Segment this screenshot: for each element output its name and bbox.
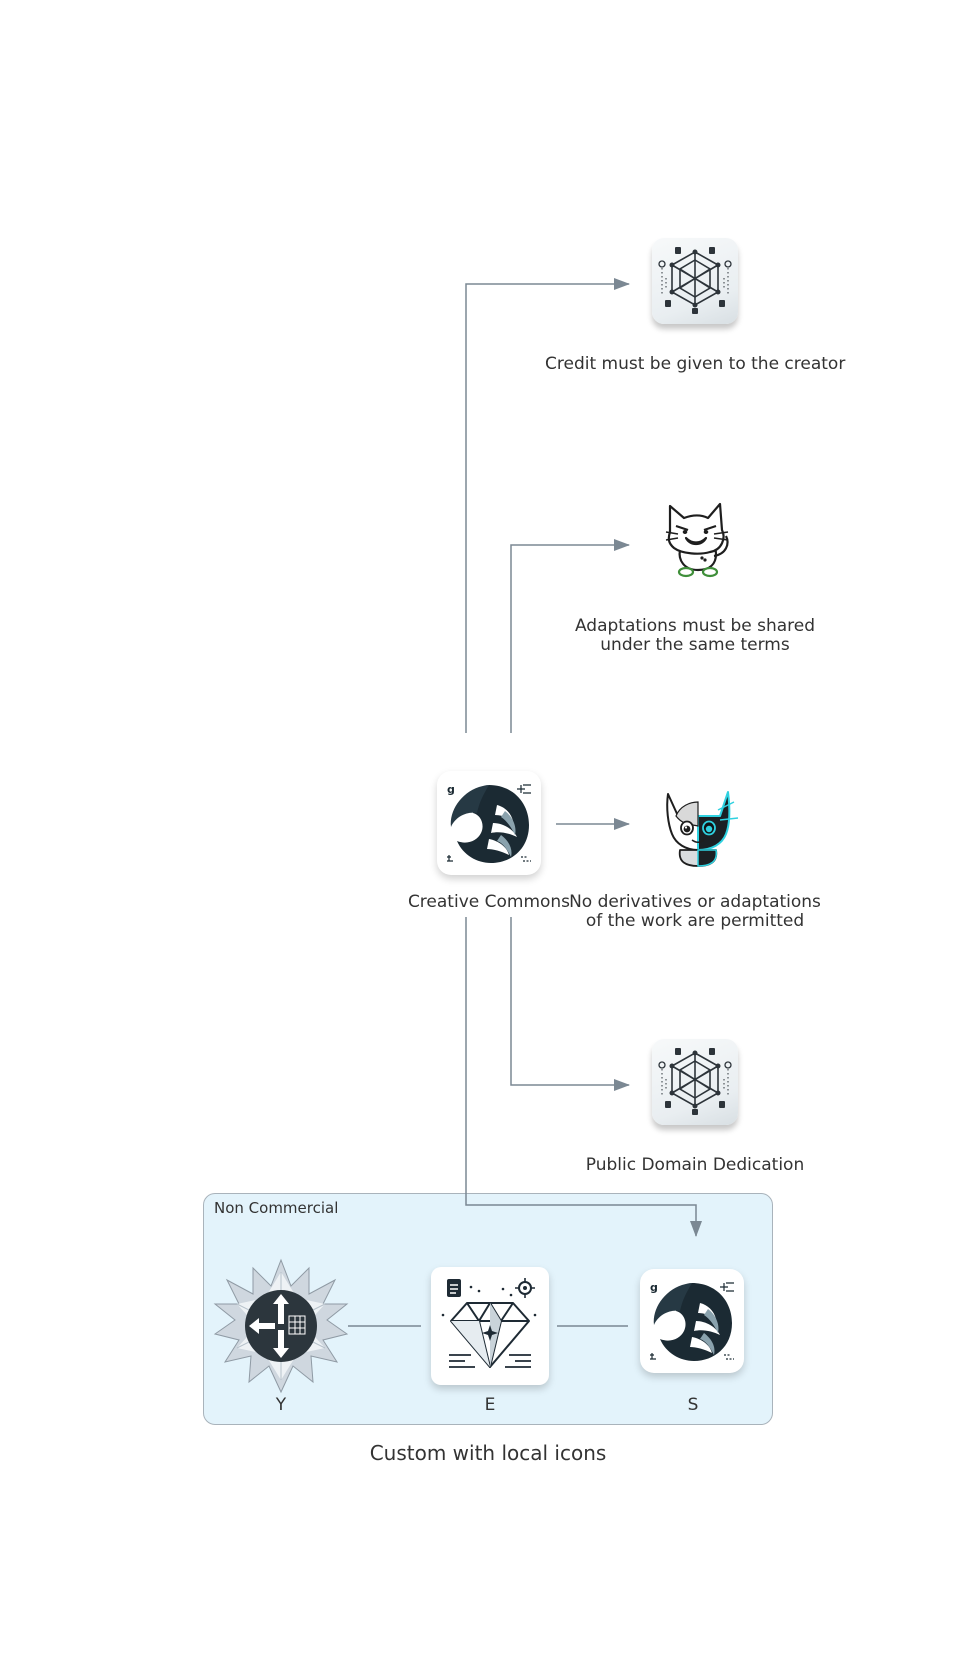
diagram-caption: Custom with local icons (369, 1441, 607, 1465)
node-label-nd-line1: No derivatives or adaptations (569, 892, 821, 912)
node-label-sa-line1: Adaptations must be shared (574, 616, 816, 636)
node-label-sa-line2: under the same terms (600, 635, 790, 655)
node-label-y: Y (275, 1395, 287, 1415)
node-by (652, 238, 738, 332)
polyhedron-icon (658, 1048, 732, 1115)
split-cat-icon (666, 791, 739, 867)
node-label-sa: Adaptations must be shared under the sam… (545, 617, 845, 655)
node-zero (652, 1039, 738, 1133)
polyhedron-icon (658, 247, 732, 314)
edge-cc-to-s (465, 917, 702, 1237)
diamond-icon (441, 1278, 537, 1368)
node-label-e: E (484, 1395, 496, 1415)
node-label-s: S (687, 1395, 699, 1415)
node-label-creative-commons: Creative Commons (407, 892, 571, 912)
tiger-icon: g (650, 1281, 734, 1361)
node-label-zero: Public Domain Dedication (585, 1155, 805, 1175)
tiger-icon: g (447, 783, 531, 863)
svg-text:g: g (447, 783, 455, 796)
node-e (431, 1267, 549, 1385)
cat-icon (665, 502, 729, 578)
cluster-label: Non Commercial (214, 1199, 339, 1217)
edge-cc-to-by (465, 278, 630, 733)
node-s: g (640, 1269, 744, 1373)
router-star-icon (213, 1258, 349, 1394)
edge-cc-to-zero (510, 917, 630, 1091)
node-label-nd: No derivatives or adaptations of the wor… (545, 893, 845, 931)
node-label-by: Credit must be given to the creator (545, 354, 846, 374)
edge-cc-to-sa (510, 539, 630, 733)
node-creative-commons: g (437, 771, 541, 875)
node-label-nd-line2: of the work are permitted (585, 911, 805, 931)
svg-text:g: g (650, 1281, 658, 1294)
